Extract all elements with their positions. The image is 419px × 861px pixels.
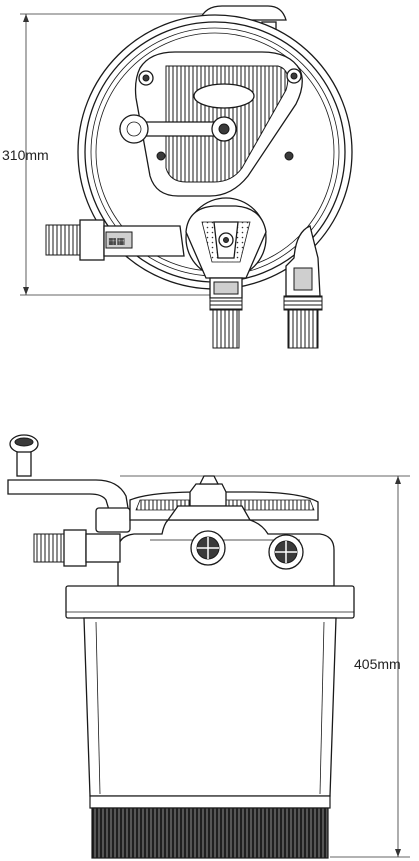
cover-screw-left (138, 70, 154, 86)
side-base-band (89, 795, 331, 809)
top-view: 310mm (2, 5, 353, 349)
outlet-port-right (283, 225, 323, 349)
multiport-valve-dial (185, 197, 267, 279)
height-dimension-line (120, 475, 410, 858)
side-crank-handle (7, 434, 131, 533)
side-inlet-connector (33, 529, 121, 567)
diameter-label: 310mm (2, 147, 49, 163)
lid-bolt-left (156, 151, 166, 161)
side-port-right (268, 534, 304, 570)
svg-text:▦▦: ▦▦ (108, 237, 125, 247)
side-view: 405mm (7, 434, 410, 859)
side-container-body (83, 617, 337, 797)
side-ribbed-base (91, 807, 329, 859)
side-port-left (190, 530, 226, 566)
diameter-dimension-line (20, 13, 215, 296)
side-top-cap (189, 483, 227, 507)
grille-oval-window (193, 83, 255, 109)
crank-handle (119, 114, 237, 144)
lid-bolt-right (284, 151, 294, 161)
outlet-port-center (209, 277, 243, 349)
side-lid-rim (65, 585, 355, 619)
cover-screw-right (286, 68, 302, 84)
inlet-hose-connector-left: ▦▦ (45, 219, 185, 261)
height-label: 405mm (354, 656, 401, 672)
